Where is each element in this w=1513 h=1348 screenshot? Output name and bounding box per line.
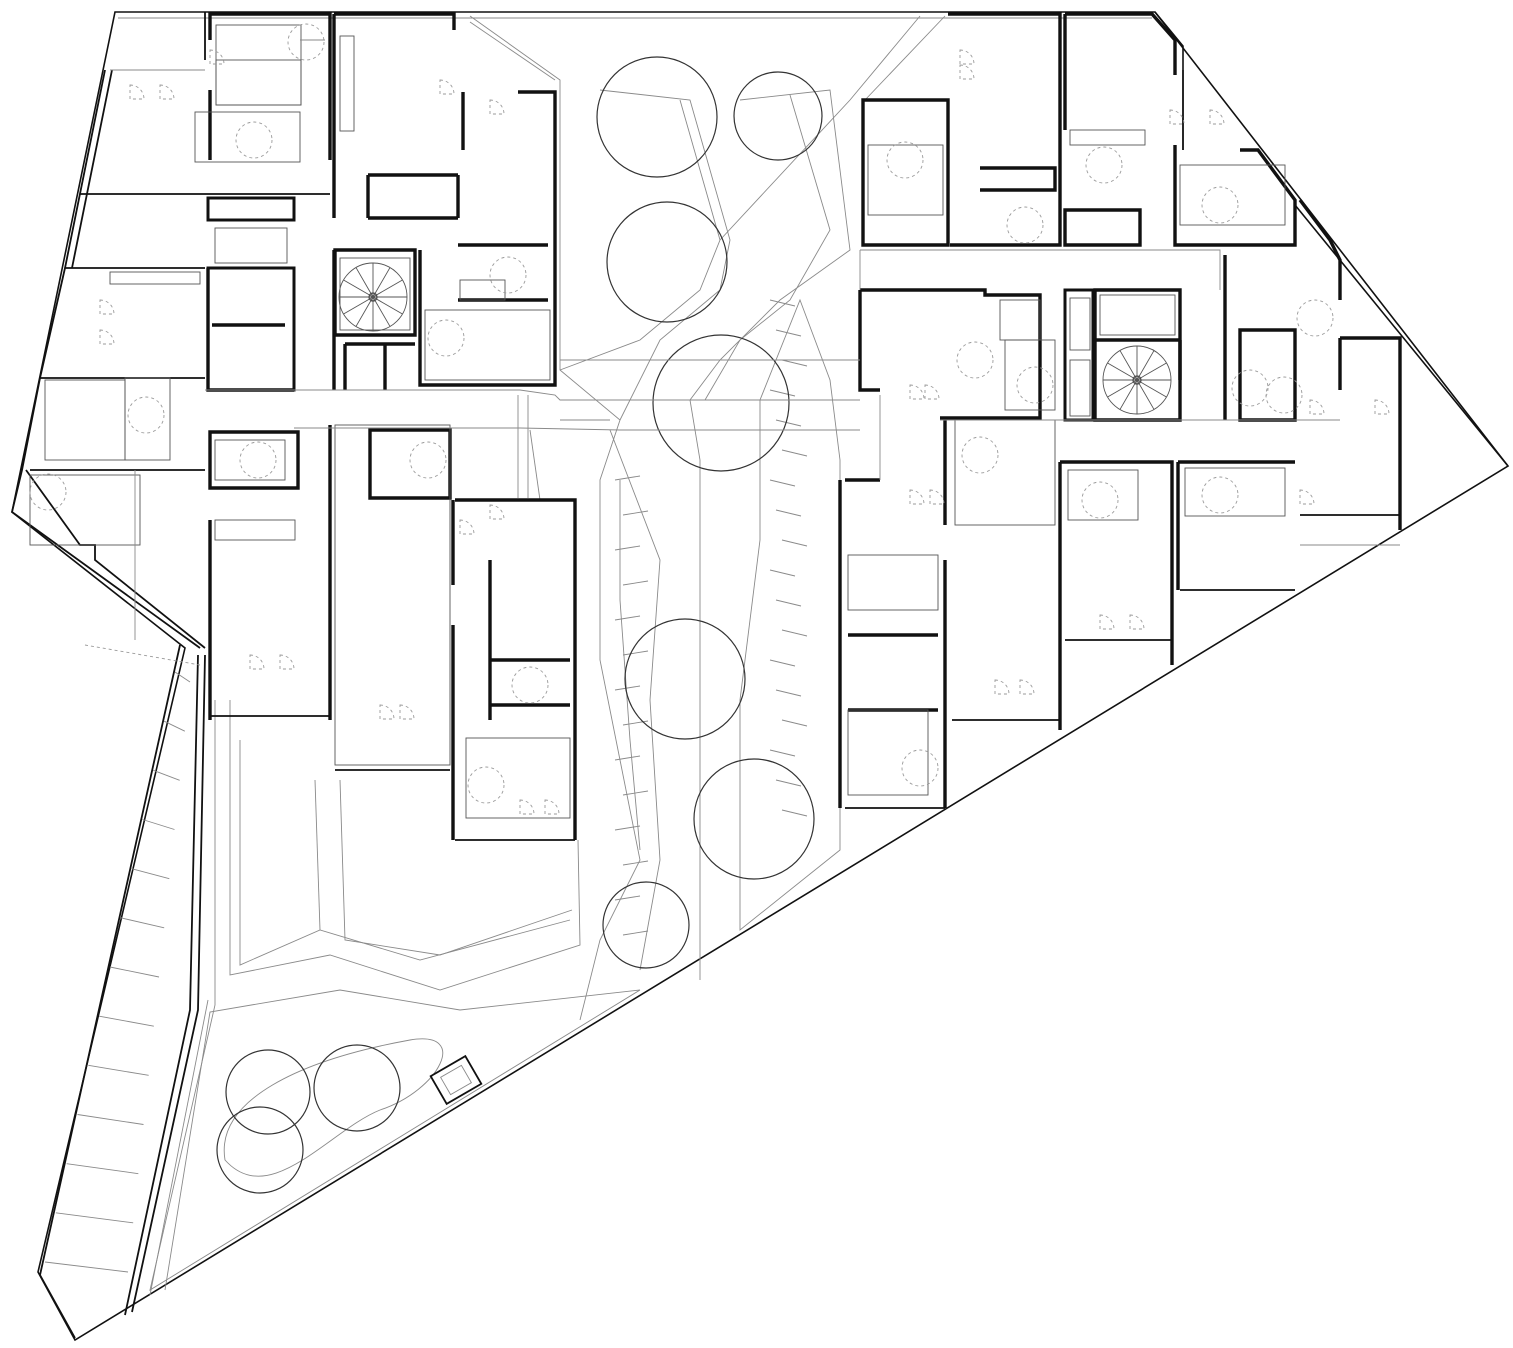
tree-canopy-icon — [733, 71, 823, 161]
tree-canopy-icon — [225, 1049, 311, 1135]
sink-icon — [956, 341, 994, 379]
sink-icon — [1016, 366, 1054, 404]
sink-icon — [489, 256, 527, 294]
sanitary-fixture-icons — [29, 23, 1334, 804]
sink-icon — [886, 141, 924, 179]
west-centre-block — [332, 12, 577, 841]
east-core-block — [838, 255, 1402, 809]
sink-icon — [961, 436, 999, 474]
door-swing-icon — [379, 704, 395, 720]
door-swing-icon — [1129, 614, 1145, 630]
tree-canopy-icon — [313, 1044, 401, 1132]
door-swing-icon — [1019, 679, 1035, 695]
tree-canopies — [216, 56, 823, 1194]
spiral-stair-icon — [1102, 345, 1172, 415]
spiral-stair-icon — [338, 262, 408, 332]
door-swing-icon — [99, 299, 115, 315]
central-landscape-path — [469, 15, 946, 1021]
sink-icon — [1231, 369, 1269, 407]
tree-canopy-icon — [652, 334, 790, 472]
sink-icon — [511, 666, 549, 704]
door-swing-icon — [209, 49, 225, 65]
door-swing-icon — [459, 519, 475, 535]
sink-icon — [467, 766, 505, 804]
door-swing-icon — [279, 654, 295, 670]
door-swing-icon — [959, 49, 975, 65]
door-swing-icon — [1169, 109, 1185, 125]
door-swing-icon — [959, 64, 975, 80]
door-swing-icon — [909, 489, 925, 505]
door-swing-icon — [399, 704, 415, 720]
sink-icon — [29, 473, 67, 511]
sink-icon — [1006, 206, 1044, 244]
sink-icon — [1296, 299, 1334, 337]
door-swing-icon — [489, 99, 505, 115]
door-swing-icon — [1374, 399, 1390, 415]
door-swing-icon — [159, 84, 175, 100]
tree-canopy-icon — [606, 201, 728, 323]
sink-icon — [287, 23, 325, 61]
tree-canopy-icon — [602, 881, 690, 969]
north-east-block — [861, 12, 1342, 300]
door-swing-icons — [99, 49, 1390, 815]
sink-icon — [239, 441, 277, 479]
door-swing-icon — [1209, 109, 1225, 125]
door-swing-icon — [1309, 399, 1325, 415]
door-swing-icon — [489, 504, 505, 520]
tree-canopy-icon — [693, 758, 815, 880]
sink-icon — [127, 396, 165, 434]
door-swing-icon — [1299, 489, 1315, 505]
door-swing-icon — [909, 384, 925, 400]
corridors — [205, 249, 1340, 498]
sink-icon — [1201, 476, 1239, 514]
door-swing-icon — [249, 654, 265, 670]
courtyard-garden — [149, 700, 641, 1296]
parking-strip — [39, 644, 206, 1339]
sink-icon — [409, 441, 447, 479]
door-swing-icon — [129, 84, 145, 100]
tree-canopy-icon — [624, 618, 746, 740]
door-swing-icon — [519, 799, 535, 815]
door-swing-icon — [929, 489, 945, 505]
sink-icon — [1085, 146, 1123, 184]
door-swing-icon — [439, 79, 455, 95]
sink-icon — [1265, 376, 1303, 414]
door-swing-icon — [994, 679, 1010, 695]
door-swing-icon — [99, 329, 115, 345]
sink-icon — [235, 121, 273, 159]
door-swing-icon — [924, 384, 940, 400]
door-swing-icon — [544, 799, 560, 815]
left-building-block — [10, 12, 332, 720]
door-swing-icon — [1099, 614, 1115, 630]
tree-canopy-icon — [216, 1106, 304, 1194]
sink-icon — [427, 319, 465, 357]
sink-icon — [1081, 481, 1119, 519]
sink-icon — [1201, 186, 1239, 224]
tree-canopy-icon — [596, 56, 718, 178]
sink-icon — [901, 749, 939, 787]
